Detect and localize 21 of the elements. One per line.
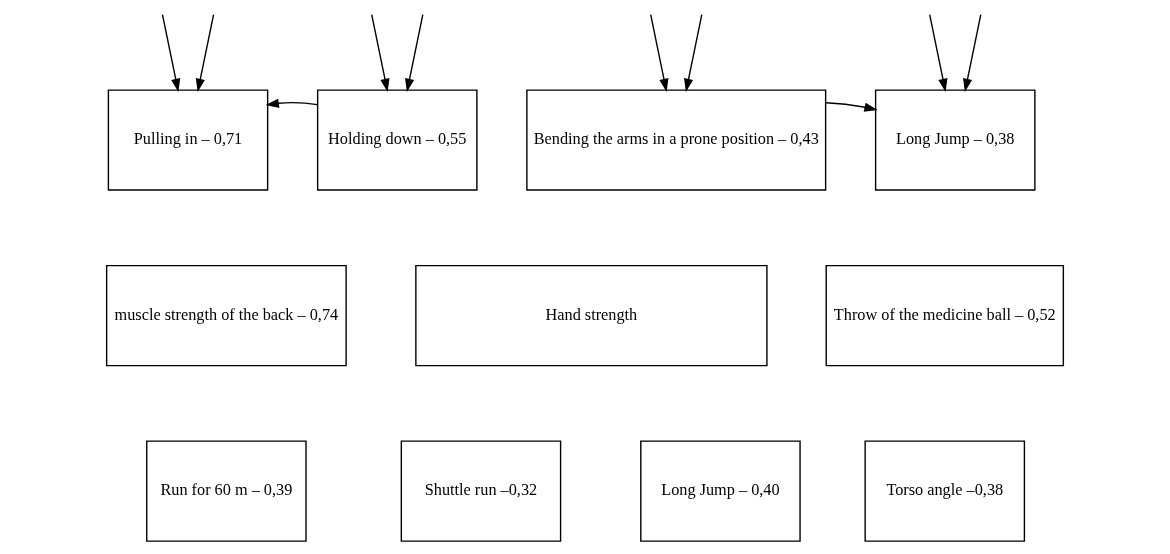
node-box: Hand strength bbox=[415, 264, 768, 367]
node-box: Long Jump – 0,38 bbox=[874, 89, 1036, 191]
node-box: Holding down – 0,55 bbox=[316, 89, 478, 191]
arrow bbox=[195, 13, 215, 92]
arrow bbox=[265, 98, 318, 108]
node-box: Long Jump – 0,40 bbox=[640, 440, 801, 542]
arrow bbox=[371, 13, 390, 92]
arrow bbox=[929, 13, 948, 92]
node-box: Torso angle –0,38 bbox=[864, 440, 1026, 542]
arrow bbox=[405, 13, 424, 92]
node-box: Shuttle run –0,32 bbox=[400, 440, 562, 542]
node-box: muscle strength of the back – 0,74 bbox=[105, 264, 347, 367]
arrow bbox=[161, 13, 181, 92]
arrow bbox=[825, 102, 878, 112]
node-box: Bending the arms in a prone position – 0,43 bbox=[526, 89, 827, 191]
arrow bbox=[684, 13, 703, 92]
arrow bbox=[963, 13, 982, 92]
node-box: Pulling in – 0,71 bbox=[107, 89, 269, 191]
node-box: Run for 60 m – 0,39 bbox=[146, 440, 307, 542]
arrow bbox=[650, 13, 669, 92]
node-box: Throw of the medicine ball – 0,52 bbox=[825, 264, 1065, 367]
